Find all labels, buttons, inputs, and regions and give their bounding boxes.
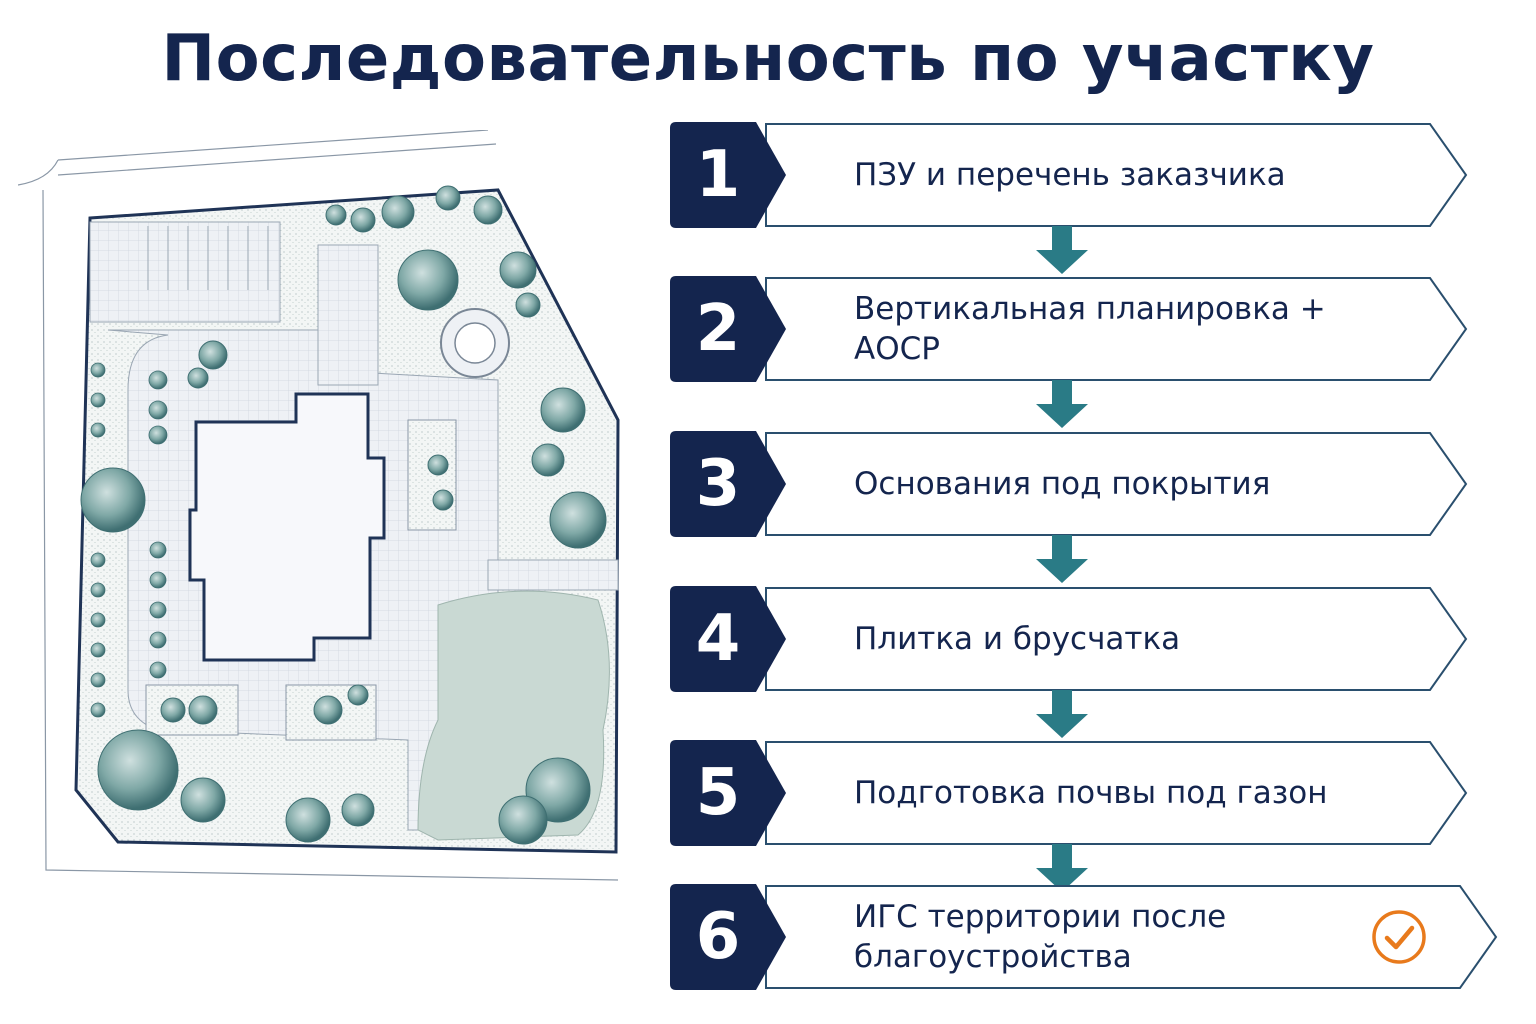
step-label: Подготовка почвы под газон bbox=[854, 775, 1328, 811]
step-5: 5 Подготовка почвы под газон bbox=[670, 740, 1500, 846]
page-title: Последовательность по участку bbox=[161, 22, 1375, 96]
step-label: Основания под покрытия bbox=[854, 466, 1271, 502]
step-label: ИГС территории после благоустройства bbox=[854, 899, 1227, 975]
step-4: 4 Плитка и брусчатка bbox=[670, 586, 1500, 692]
arrow-down-icon bbox=[1036, 690, 1088, 738]
step-6: 6 ИГС территории после благоустройства bbox=[670, 884, 1500, 990]
step-3: 3 Основания под покрытия bbox=[670, 431, 1500, 537]
step-number: 1 bbox=[695, 138, 741, 212]
step-number: 2 bbox=[695, 292, 741, 366]
step-label: ПЗУ и перечень заказчика bbox=[854, 157, 1286, 193]
step-label: Плитка и брусчатка bbox=[854, 621, 1181, 657]
step-number: 5 bbox=[695, 756, 741, 830]
check-circle-icon bbox=[1372, 910, 1426, 964]
step-number: 6 bbox=[695, 900, 741, 974]
step-number: 3 bbox=[695, 447, 741, 521]
arrow-down-icon bbox=[1036, 380, 1088, 428]
step-2: 2 Вертикальная планировка + АОСР bbox=[670, 276, 1500, 382]
step-label: Вертикальная планировка + АОСР bbox=[854, 291, 1326, 367]
site-plan-illustration bbox=[18, 130, 620, 881]
arrow-down-icon bbox=[1036, 535, 1088, 583]
arrow-down-icon bbox=[1036, 844, 1088, 892]
steps-list: 1 ПЗУ и перечень заказчика 2 Вертикальна… bbox=[670, 122, 1510, 1002]
step-1: 1 ПЗУ и перечень заказчика bbox=[670, 122, 1500, 228]
arrow-down-icon bbox=[1036, 226, 1088, 274]
step-number: 4 bbox=[695, 602, 741, 676]
